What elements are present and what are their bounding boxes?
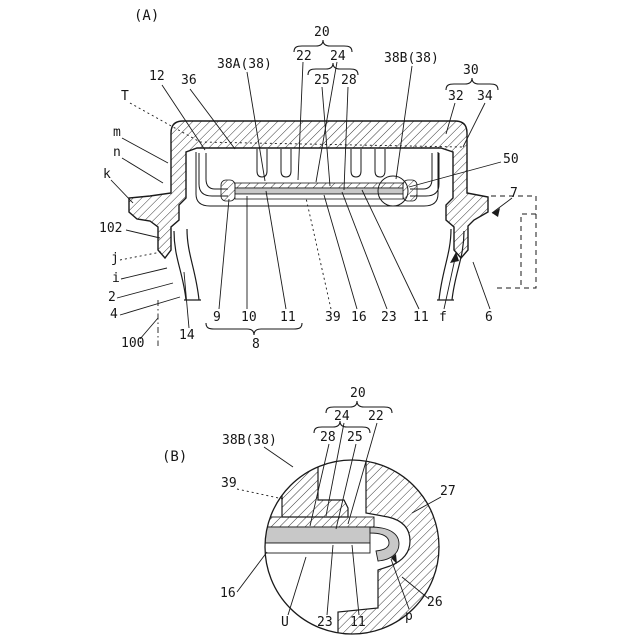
- label-a-4: 4: [110, 307, 118, 322]
- label-a-f: f: [439, 310, 447, 325]
- valve-plate-assembly: [220, 179, 418, 202]
- label-a-n: n: [113, 145, 121, 160]
- label-b-23: 23: [317, 615, 333, 630]
- inner-lid-contour: [195, 152, 439, 207]
- label-a-25: 25: [314, 73, 330, 88]
- case-body-enlarged: [337, 460, 439, 634]
- label-a-8: 8: [252, 337, 260, 352]
- braces-b: [313, 400, 393, 434]
- label-a-100: 100: [121, 336, 145, 351]
- label-a-38a: 38A(38): [217, 57, 272, 72]
- gasket-38b: [402, 179, 418, 202]
- label-b-20: 20: [350, 386, 366, 401]
- layer-top-hatched: [265, 516, 375, 528]
- brace-28-25-b: [313, 420, 371, 434]
- label-a-16: 16: [351, 310, 367, 325]
- leader-lines-b: [236, 422, 442, 616]
- label-a-23: 23: [381, 310, 397, 325]
- spring-tab-right: [410, 153, 440, 197]
- label-a-34: 34: [477, 89, 493, 104]
- label-a-28: 28: [341, 73, 357, 88]
- label-a-9: 9: [213, 310, 221, 325]
- layer-gray: [265, 526, 371, 544]
- brace-25-28: [307, 62, 359, 76]
- label-a-6: 6: [485, 310, 493, 325]
- label-b-22: 22: [368, 409, 384, 424]
- label-a-7: 7: [510, 186, 518, 201]
- label-a-11a: 11: [280, 310, 296, 325]
- layer-bottom-white: [265, 542, 371, 554]
- view-b-drawing: [236, 400, 442, 635]
- view-a-drawing: [110, 39, 537, 346]
- label-a-10: 10: [241, 310, 257, 325]
- label-b-27: 27: [440, 484, 456, 499]
- label-a-12: 12: [149, 69, 165, 84]
- braces-a: [205, 39, 499, 336]
- label-a-32: 32: [448, 89, 464, 104]
- view-a-tag: (A): [134, 8, 160, 24]
- detail-region-marker: [377, 175, 409, 207]
- spring-tab-left: [198, 153, 228, 197]
- label-a-2: 2: [108, 290, 116, 305]
- label-a-t: T: [121, 89, 129, 104]
- plate-layer-bottom: [234, 193, 404, 200]
- phantom-structure: [491, 195, 537, 289]
- label-a-22: 22: [296, 49, 312, 64]
- label-a-50: 50: [503, 152, 519, 167]
- label-b-16: 16: [220, 586, 236, 601]
- label-a-39: 39: [325, 310, 341, 325]
- label-b-38b: 38B(38): [222, 433, 277, 448]
- label-a-30: 30: [463, 63, 479, 78]
- label-a-24: 24: [330, 49, 346, 64]
- label-a-i: i: [112, 271, 120, 286]
- label-b-39: 39: [221, 476, 237, 491]
- brace-20-b: [325, 400, 393, 414]
- valve-prongs: [256, 149, 386, 178]
- label-a-36: 36: [181, 73, 197, 88]
- label-a-38b: 38B(38): [384, 51, 439, 66]
- brace-20: [293, 39, 353, 53]
- label-b-25: 25: [347, 430, 363, 445]
- layer-gray-tongue: [369, 526, 400, 562]
- view-b-tag: (B): [162, 449, 188, 465]
- can-wall-left: [173, 228, 201, 301]
- cap-cross-section: [128, 120, 489, 260]
- label-b-28: 28: [320, 430, 336, 445]
- label-b-26: 26: [427, 595, 443, 610]
- label-a-102: 102: [99, 221, 123, 236]
- brace-30: [445, 77, 499, 91]
- label-a-20: 20: [314, 25, 330, 40]
- can-wall-right: [437, 228, 465, 301]
- label-a-j: j: [111, 251, 119, 266]
- label-b-p: p: [405, 609, 413, 624]
- brace-8: [205, 322, 303, 336]
- leader-lines-a: [110, 61, 513, 340]
- label-a-m: m: [113, 125, 121, 140]
- label-a-11b: 11: [413, 310, 429, 325]
- plate-layer-top: [234, 182, 404, 189]
- label-b-u: U: [281, 615, 289, 630]
- gasket-38a: [220, 179, 236, 202]
- label-a-k: k: [103, 167, 111, 182]
- label-b-24: 24: [334, 409, 350, 424]
- label-a-14: 14: [179, 328, 195, 343]
- label-b-11: 11: [350, 615, 366, 630]
